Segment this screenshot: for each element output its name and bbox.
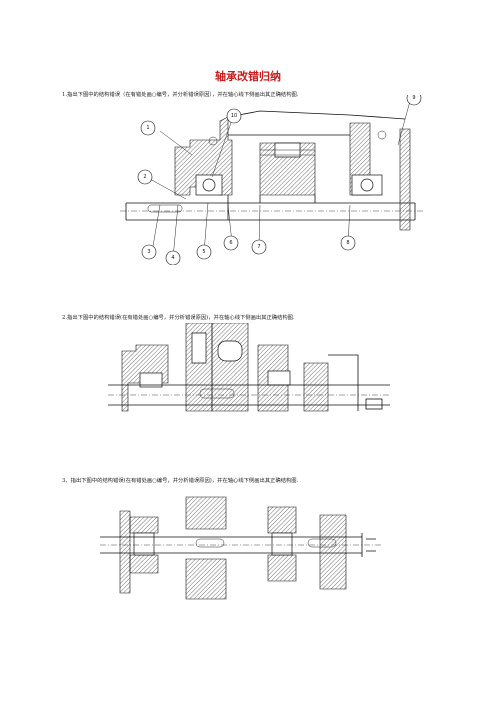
callout-3: 3: [147, 249, 150, 255]
callout-9: 9: [412, 95, 415, 101]
callout-8: 8: [346, 240, 349, 246]
callout-10: 10: [231, 113, 237, 119]
question-3-text: 3、指出下图中的结构错误(在有错处画○编号，并分析错误原因)，并在轴心线下侧画出…: [62, 478, 299, 484]
figure-2-bearing-drawing: [108, 323, 390, 412]
figure-1-bearing-drawing: 1 2 3 4 5 6 7 8 9 10: [120, 95, 425, 265]
question-1-text: 1.指出下图中的结构错误（在有错处画○编号，并分析错误原因），并在轴心线下侧画出…: [62, 92, 299, 98]
question-2-text: 2.指出下图中的结构错误(在有错处画○编号，并分析错误原因)，并在轴心线下侧画出…: [62, 315, 295, 321]
figure-3-bearing-drawing: [100, 496, 382, 600]
callout-5: 5: [202, 249, 205, 255]
callout-1: 1: [146, 125, 149, 131]
page-title: 轴承改错归纳: [215, 70, 281, 83]
callout-4: 4: [171, 255, 174, 261]
callout-2: 2: [143, 174, 146, 180]
callout-7: 7: [257, 244, 260, 250]
callout-6: 6: [229, 240, 232, 246]
